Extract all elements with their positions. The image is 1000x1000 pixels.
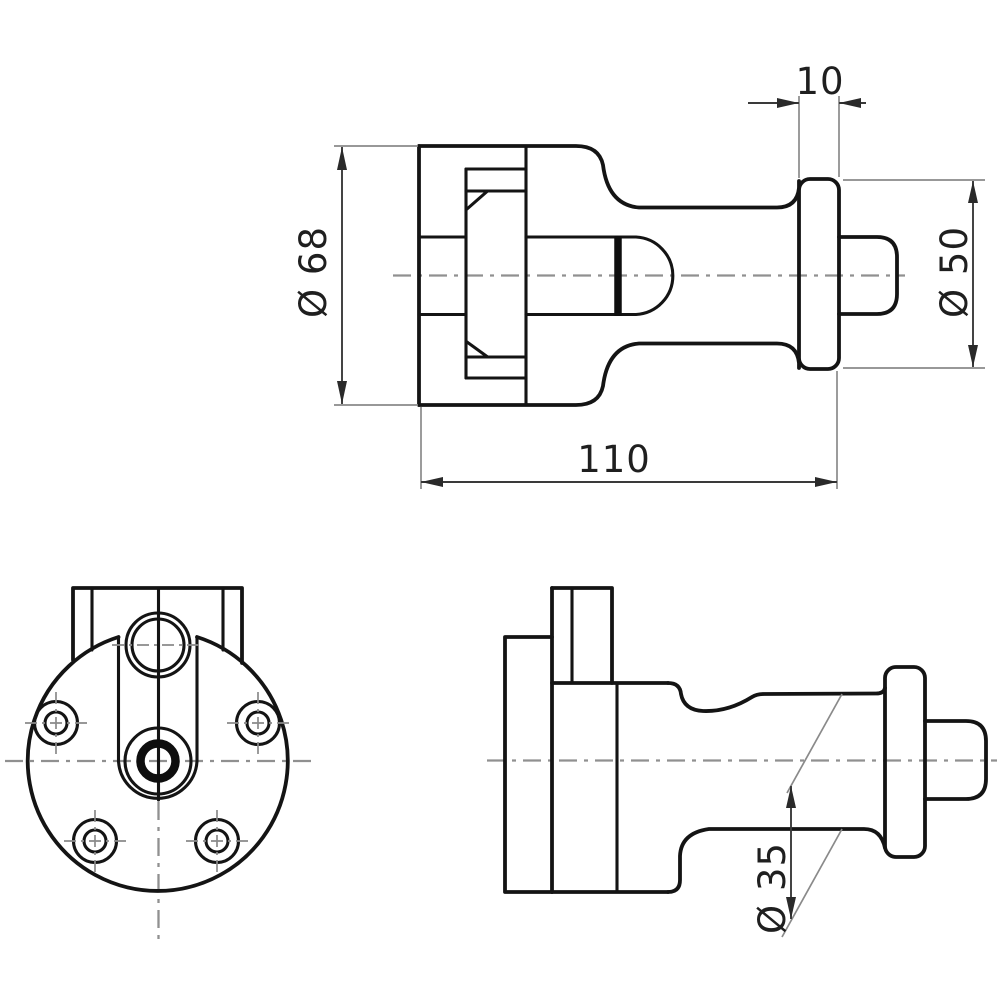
dim-label-overall-length: 110: [577, 438, 651, 481]
stub-outline: [837, 235, 899, 316]
chamfer-diagonal-bottom: [465, 340, 489, 359]
dimension-flange-diameter: Ø 50: [843, 179, 985, 369]
oblique-extension-bottom: [781, 828, 843, 938]
flange-outline: [883, 665, 927, 859]
dim-label-flange-thickness: 10: [795, 60, 844, 103]
arrowhead-down: [968, 345, 978, 367]
bolt-hole-bottom-left: [64, 810, 126, 872]
arrowhead-up: [786, 786, 796, 808]
neck-profile-upper: [666, 681, 887, 713]
arrowhead-left: [421, 477, 443, 487]
arrowhead-up: [337, 147, 347, 170]
dim-label-neck-diameter: Ø 35: [751, 842, 794, 934]
internal-section-lines: [417, 144, 620, 407]
oblique-extension-top: [786, 693, 843, 794]
dimension-overall-length: 110: [420, 371, 838, 489]
bolt-hole-bottom-right: [186, 810, 248, 872]
dimension-flange-thickness: 10: [748, 60, 866, 178]
flange-outline: [797, 177, 841, 371]
back-plate-outline: [503, 635, 554, 894]
stub-outline: [923, 719, 988, 801]
dim-label-flange-diameter: Ø 50: [933, 226, 976, 318]
body-outline-lower: [417, 341, 801, 407]
body-outline-upper: [417, 144, 801, 210]
hub-bore-ring: [136, 739, 180, 783]
dimension-neck-diameter: Ø 35: [751, 693, 843, 938]
chamfer-diagonal-top: [465, 189, 489, 211]
slot-contour: [116, 635, 199, 800]
neck-profile-lower: [666, 827, 887, 894]
arrowhead-down: [337, 381, 347, 404]
dim-label-body-diameter: Ø 68: [292, 226, 335, 318]
bracket-outline: [550, 586, 614, 685]
arrowhead-right: [815, 477, 837, 487]
hub-boss-circle: [123, 726, 193, 796]
bolt-hole-top-right: [227, 692, 289, 754]
side-profile-view: [487, 586, 997, 894]
side-elevation-view: [393, 144, 905, 407]
front-view: [5, 586, 316, 941]
arrowhead-down: [786, 897, 796, 919]
arrowhead-left: [839, 98, 861, 108]
bolt-hole-top-left: [25, 692, 87, 754]
pin-dome-outline: [616, 235, 675, 317]
top-bracket-outline: [71, 586, 244, 665]
arrowhead-up: [968, 181, 978, 203]
dimension-body-diameter: Ø 68: [292, 145, 418, 406]
arrowhead-right: [777, 98, 799, 108]
